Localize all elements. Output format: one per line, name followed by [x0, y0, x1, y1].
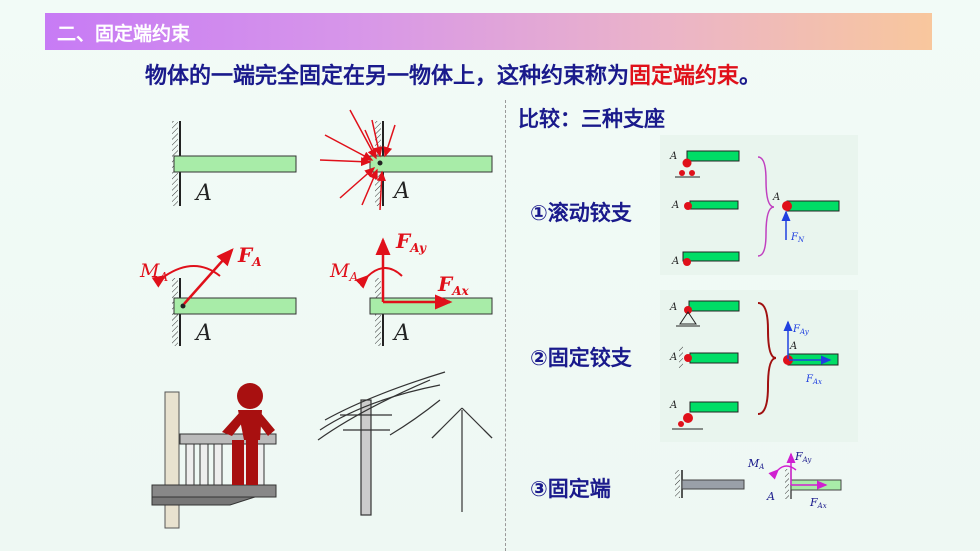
- subtitle-end: 。: [739, 64, 762, 89]
- svg-text:FAx: FAx: [809, 496, 827, 510]
- svg-text:FA: FA: [237, 243, 262, 269]
- svg-text:MA: MA: [139, 260, 168, 284]
- svg-text:FAy: FAy: [794, 450, 812, 464]
- utility-pole-illustration: [317, 371, 446, 516]
- subtitle-highlight: 固定端约束: [629, 64, 740, 89]
- left-illustrations: A A MA FA A MA FAy: [139, 109, 493, 529]
- svg-text:A: A: [766, 490, 775, 503]
- vertical-divider: [505, 100, 506, 551]
- distributed-reaction-figure: A: [319, 109, 493, 211]
- panel-pin: [660, 290, 858, 442]
- balcony-illustration: [151, 383, 277, 529]
- subtitle: 物体的一端完全固定在另一物体上，这种约束称为固定端约束。: [145, 58, 761, 90]
- svg-text:FAy: FAy: [395, 229, 427, 255]
- support-label-fixed: ③固定端: [530, 477, 611, 501]
- compare-title: 比较：三种支座: [518, 107, 665, 131]
- fixed-beam-figure-1: A: [172, 121, 297, 206]
- section-title: 二、固定端约束: [57, 23, 191, 45]
- component-force-figure: MA FAy FAx A: [329, 229, 493, 346]
- moment-force-figure: MA FA A: [139, 243, 297, 346]
- svg-text:A: A: [392, 321, 410, 346]
- transmission-tower-illustration: [431, 407, 493, 512]
- section-header-bar: 二、固定端约束: [45, 13, 932, 50]
- support-label-roller: ①滚动铰支: [530, 201, 632, 225]
- subtitle-text: 物体的一端完全固定在另一物体上，这种约束称为: [145, 64, 630, 89]
- svg-text:A: A: [194, 321, 212, 346]
- svg-text:MA: MA: [747, 457, 764, 471]
- label-a: A: [194, 181, 212, 206]
- svg-text:FAx: FAx: [437, 272, 470, 298]
- panel-roller: [660, 135, 858, 275]
- fixed-end-diagrams: MA FAy A FAx: [675, 450, 842, 510]
- svg-text:A: A: [392, 179, 410, 204]
- support-label-pin: ②固定铰支: [530, 346, 632, 370]
- svg-text:MA: MA: [329, 260, 358, 284]
